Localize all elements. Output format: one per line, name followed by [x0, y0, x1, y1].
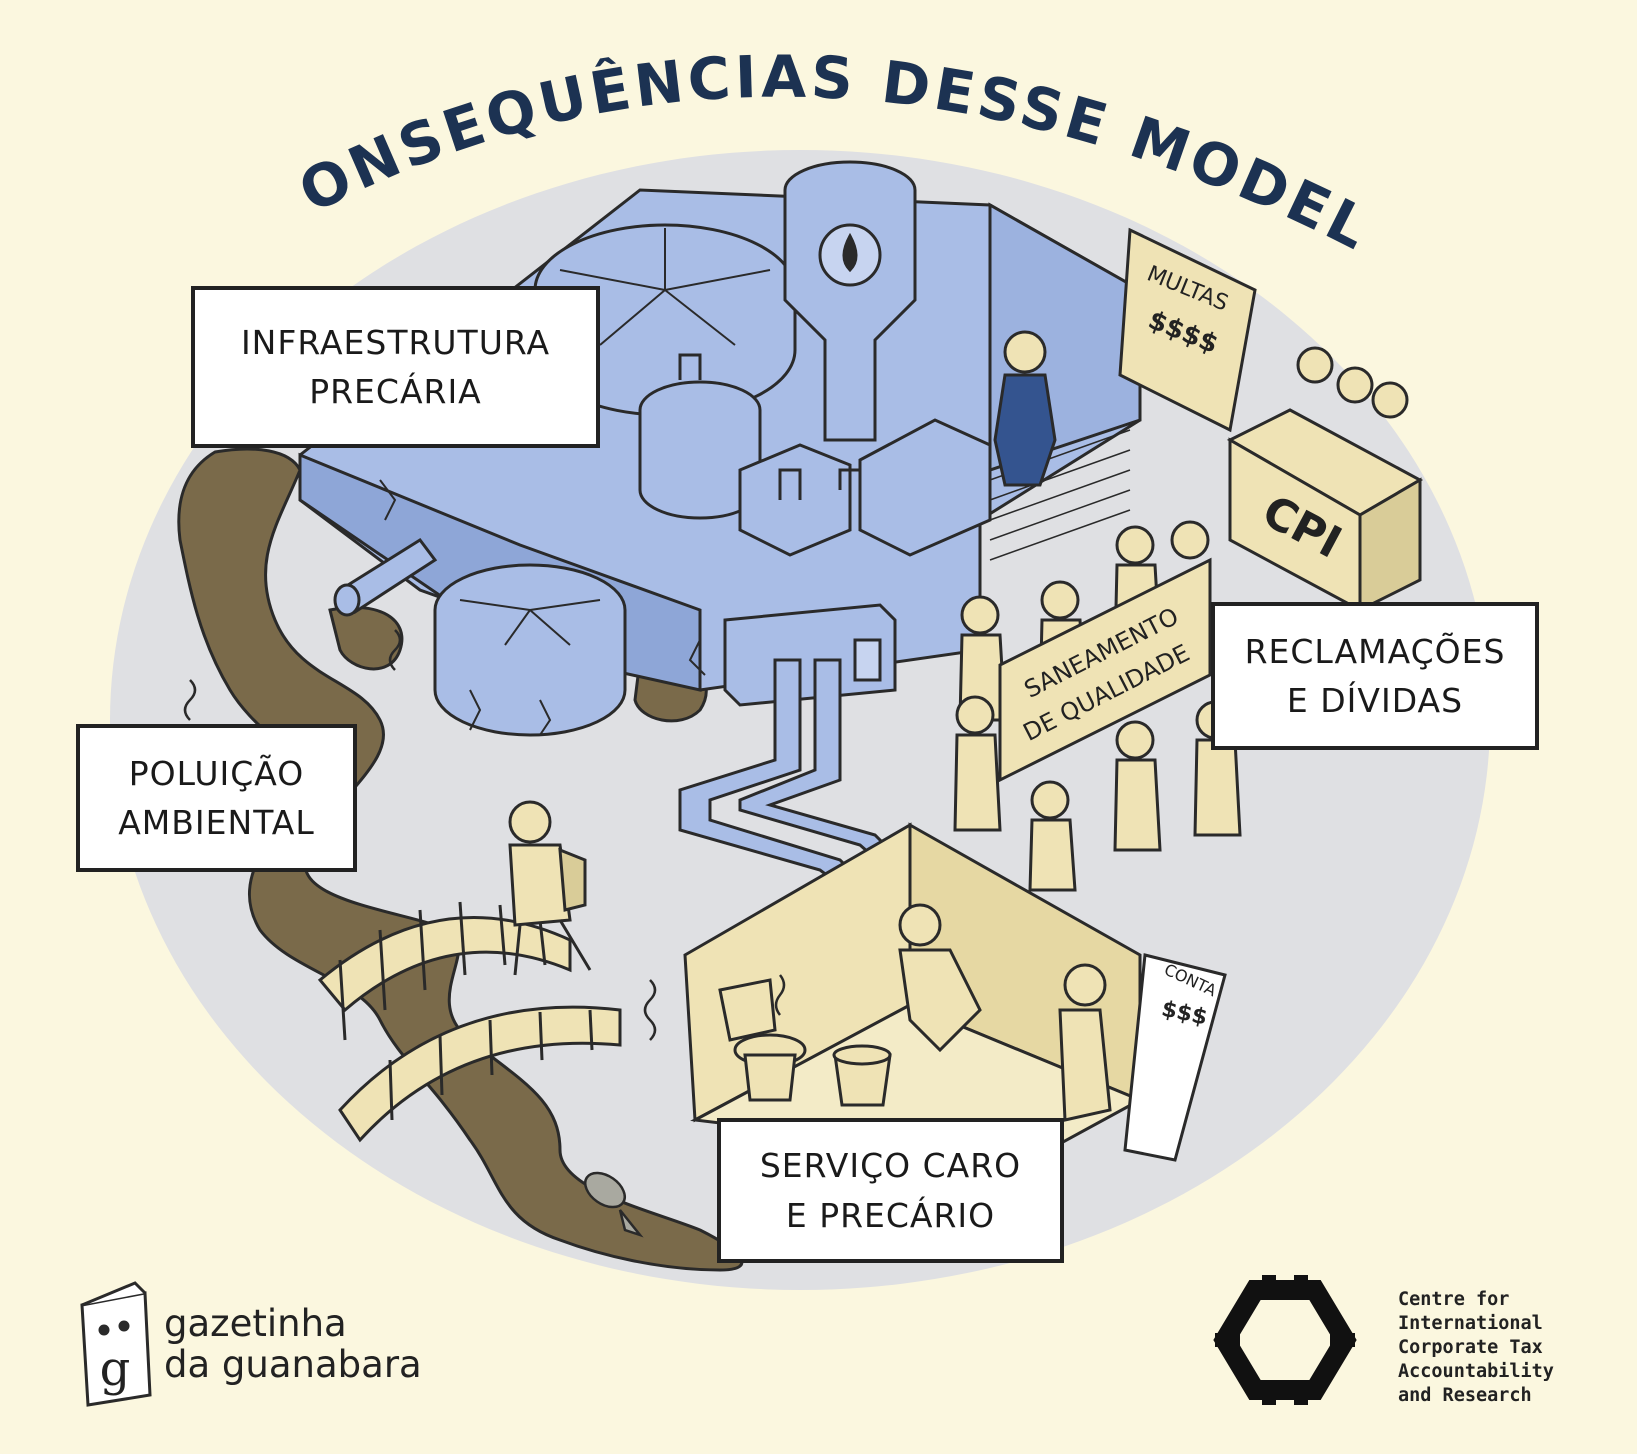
manager-figure — [993, 330, 1057, 487]
gazetinha-logo-icon — [80, 1281, 152, 1407]
label-serv-line2: E PRECÁRIO — [785, 1195, 996, 1235]
odor-lines — [183, 629, 786, 1041]
cictar-line: Corporate Tax — [1398, 1337, 1543, 1359]
label-recl-line2: E DÍVIDAS — [1286, 681, 1464, 720]
label-polu-line2: AMBIENTAL — [118, 803, 315, 842]
label-servico-caro: SERVIÇO CARO E PRECÁRIO — [717, 1118, 1064, 1263]
cpi-table — [1226, 346, 1424, 613]
pedestrian-figure — [508, 800, 592, 976]
label-serv-line1: SERVIÇO CARO — [759, 1146, 1022, 1185]
cictar-logo-icon — [1213, 1275, 1357, 1405]
label-reclamacoes-dividas: RECLAMAÇÕES E DÍVIDAS — [1211, 602, 1539, 750]
cictar-line: and Research — [1398, 1385, 1532, 1407]
bridge — [317, 901, 622, 1143]
cictar-name: Centre for International Corporate Tax A… — [1398, 1288, 1554, 1408]
protest-crowd — [953, 520, 1242, 892]
cictar-line: International — [1398, 1313, 1543, 1335]
dead-fish — [584, 1171, 644, 1238]
gazetinha-logo-letter: g — [100, 1341, 131, 1397]
cictar-line: Accountability — [1398, 1361, 1554, 1383]
gazetinha-line2: da guanabara — [164, 1343, 422, 1387]
label-infra-line2: PRECÁRIA — [309, 372, 482, 411]
cictar-line: Centre for — [1398, 1289, 1510, 1310]
label-poluicao-ambiental: POLUIÇÃO AMBIENTAL — [76, 724, 357, 872]
label-infra-line1: INFRAESTRUTURA — [240, 322, 551, 362]
gazetinha-line1: gazetinha — [164, 1302, 347, 1345]
label-recl-line1: RECLAMAÇÕES — [1244, 631, 1506, 671]
label-infraestrutura-precaria: INFRAESTRUTURA PRECÁRIA — [191, 286, 600, 448]
label-polu-line1: POLUIÇÃO — [128, 753, 305, 793]
gazetinha-name: gazetinha da guanabara — [164, 1303, 422, 1386]
multas-sign: MULTAS $$$$ — [1118, 227, 1257, 433]
gazetinha-brand: gazetinha da guanabara — [76, 1283, 436, 1408]
